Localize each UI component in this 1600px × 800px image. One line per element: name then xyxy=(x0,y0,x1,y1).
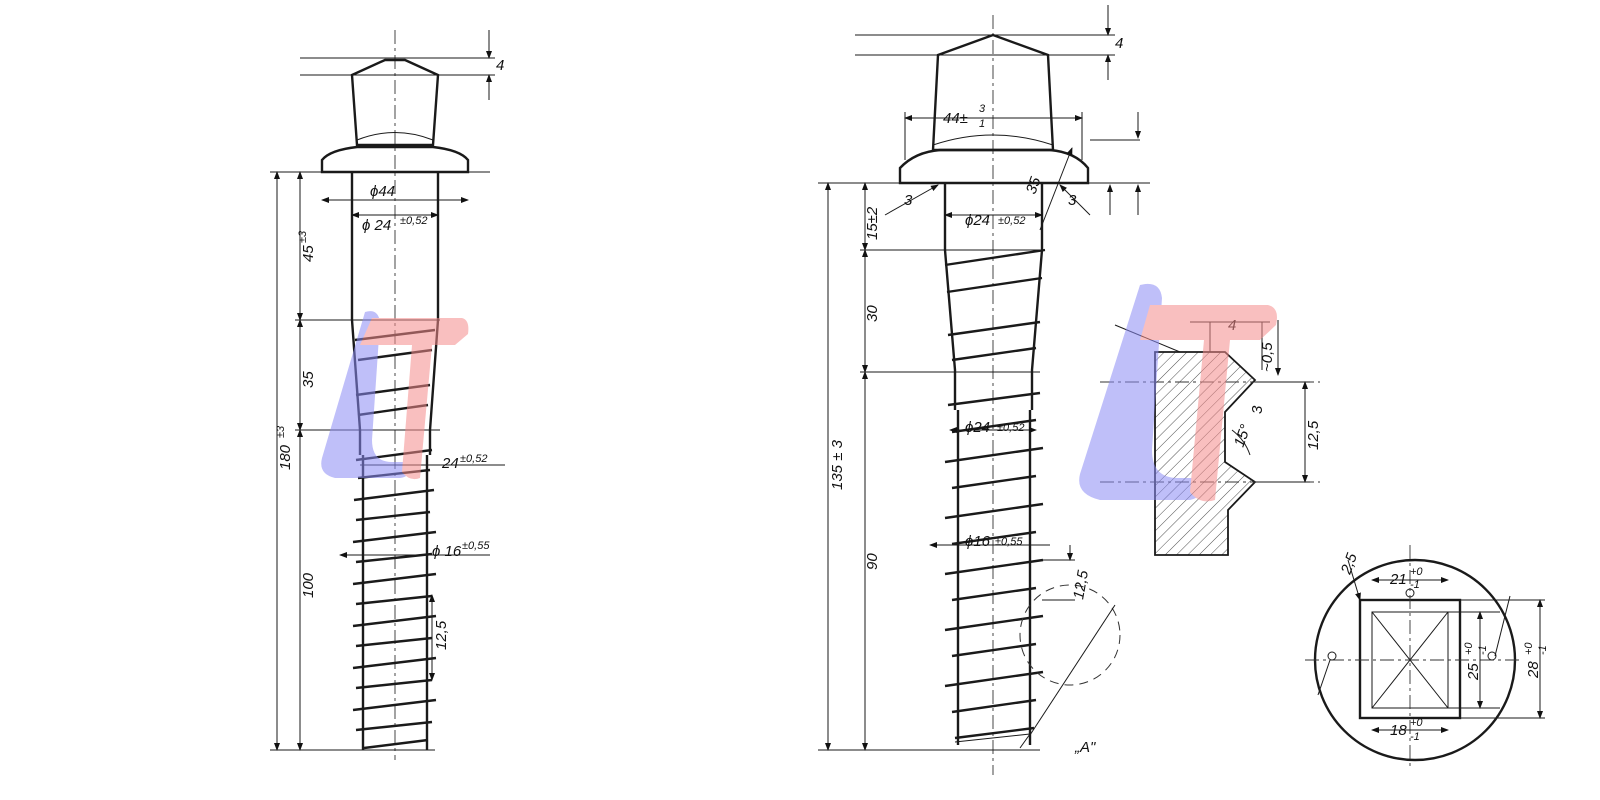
right-dim-head-width-tol-bottom: 1 xyxy=(979,118,985,130)
top-dim-top-width-tol-top: +0 xyxy=(1410,566,1423,578)
watermark-logo-left xyxy=(321,311,469,480)
right-dim-detail-label: „A" xyxy=(1074,739,1096,756)
left-dim-total: 180 xyxy=(277,444,294,470)
top-dim-bottom-width: 18 xyxy=(1390,722,1407,739)
top-dim-outer-height-tol-bottom: -1 xyxy=(1537,645,1549,655)
right-dim-head-top: 4 xyxy=(1115,35,1123,52)
top-dim-bottom-width-tol-top: +0 xyxy=(1410,717,1423,729)
left-dim-shank-dia: ϕ 24 xyxy=(362,217,391,234)
detail-a-dim-flank: 3 xyxy=(1249,405,1266,414)
right-collar xyxy=(898,148,1090,185)
top-view-head: 2,5 21 +0 -1 25 +0 -1 28 +0 -1 18 +0 -1 xyxy=(1305,545,1549,770)
left-screw-view: 4 ϕ44 ϕ 24 ±0,52 180 ±3 45 ±3 35 100 24 … xyxy=(270,30,505,760)
left-dim-thread-len: 100 xyxy=(300,572,317,598)
right-dim-shank-dia-2: ϕ24 xyxy=(965,419,990,436)
left-dim-core-dia: ϕ 16 xyxy=(432,543,462,560)
right-dim-shank-dia-1: ϕ24 xyxy=(965,212,990,229)
right-dim-head-width: 44± xyxy=(943,110,968,127)
left-dim-pitch: 12,5 xyxy=(433,620,450,650)
right-head-outline xyxy=(931,33,1055,152)
right-dim-collar-len: 15±2 xyxy=(864,206,881,240)
detail-a-dim-crest-gap: ~0,5 xyxy=(1259,342,1276,372)
detail-a-dim-pitch: 12,5 xyxy=(1305,420,1322,450)
right-dim-pitch-small: 12,5 xyxy=(1070,568,1092,600)
right-thread xyxy=(944,248,1046,749)
right-dim-chamfer-left: 3 xyxy=(904,192,913,209)
top-dim-bottom-width-tol-bottom: -1 xyxy=(1410,731,1420,743)
right-dim-chamfer-angle: 35 xyxy=(1023,174,1045,196)
right-dim-shank-dia-1-tol: ±0,52 xyxy=(998,215,1025,227)
top-dim-top-width: 21 xyxy=(1389,571,1407,588)
left-dim-shank-len: 45 xyxy=(300,245,317,262)
right-dim-core-tol: ±0,55 xyxy=(995,536,1023,548)
top-dim-outer-height: 28 xyxy=(1525,661,1542,679)
right-dim-shank-dia-2-tol: ±0,52 xyxy=(997,422,1024,434)
left-dim-head-top: 4 xyxy=(496,57,504,74)
left-dim-shank-tol: ±0,52 xyxy=(400,215,427,227)
left-dim-transition: 35 xyxy=(300,371,317,388)
left-dim-collar-dia: ϕ44 xyxy=(370,183,395,200)
right-dim-head-width-tol-top: 3 xyxy=(979,103,986,115)
top-dim-inner-height-tol-top: +0 xyxy=(1463,642,1475,655)
top-dim-inner-height-tol-bottom: -1 xyxy=(1477,645,1489,655)
left-dim-total-tol: ±3 xyxy=(275,425,287,438)
left-dim-core-tol: ±0,55 xyxy=(462,540,490,552)
right-dim-transition: 30 xyxy=(864,305,881,322)
top-dim-inner-height: 25 xyxy=(1465,663,1482,681)
right-dim-core-dia: ϕ16 xyxy=(965,533,991,550)
detail-a-dim-angle: 15° xyxy=(1231,422,1255,449)
left-dim-thread-dia-tol: ±0,52 xyxy=(460,453,487,465)
top-dim-chamfer: 2,5 xyxy=(1337,550,1361,577)
right-dimensions: 4 44± 3 1 3 3 35 ϕ24 ±0,52 135 ± 3 xyxy=(818,5,1150,751)
detail-a-callout-circle xyxy=(1019,584,1121,686)
left-dim-shank-len-tol: ±3 xyxy=(297,230,309,243)
right-dim-chamfer-right: 3 xyxy=(1068,192,1077,209)
left-dim-thread-dia: 24 xyxy=(441,455,459,472)
right-dim-thread-len: 90 xyxy=(864,553,881,570)
left-collar xyxy=(320,145,470,174)
top-dim-top-width-tol-bottom: -1 xyxy=(1410,579,1420,591)
top-dim-outer-height-tol-top: +0 xyxy=(1523,642,1535,655)
right-screw-view: „A" 4 44± 3 1 3 3 35 ϕ24 xyxy=(818,5,1150,775)
right-shank xyxy=(943,183,1044,410)
right-dim-total: 135 ± 3 xyxy=(829,439,846,490)
watermark-logo-right xyxy=(1079,283,1277,502)
